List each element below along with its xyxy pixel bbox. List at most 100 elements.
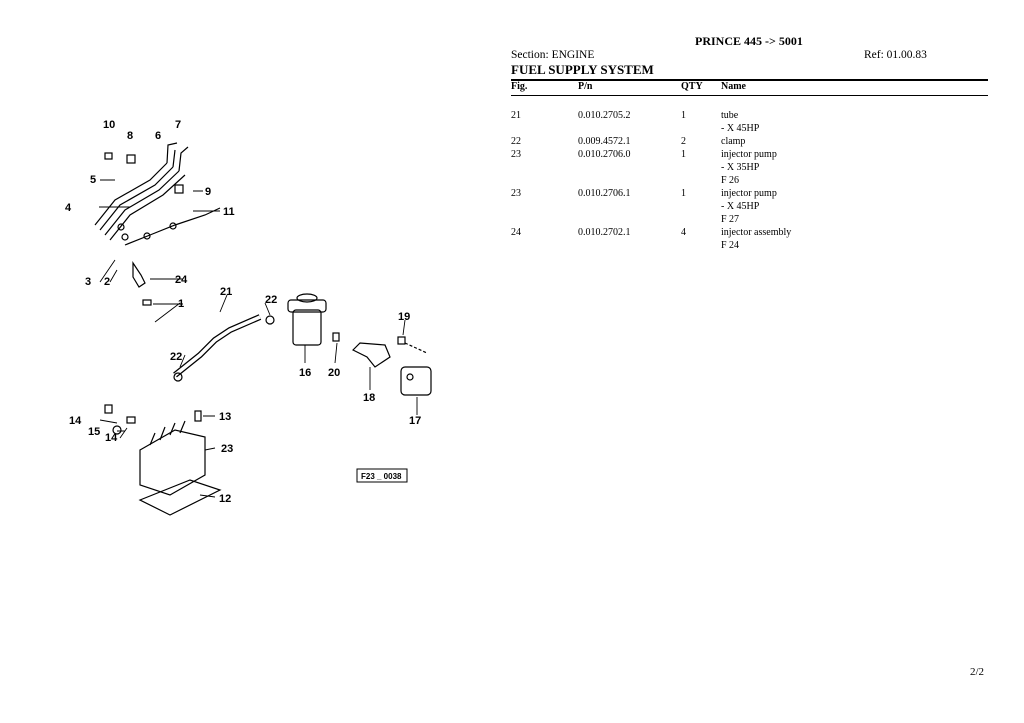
- table-row: 23 0.010.2706.1 1 injector pump: [511, 187, 988, 200]
- gasket: [138, 479, 222, 516]
- callout-12: 12: [219, 493, 231, 505]
- column-header-qty: QTY: [681, 81, 703, 92]
- bolt: [194, 410, 202, 422]
- callout-11: 11: [223, 206, 235, 218]
- callout-17: 17: [409, 415, 421, 427]
- injector-pump-outlets: [149, 420, 186, 446]
- leak-off-line: [124, 207, 221, 246]
- header-rule: [511, 79, 988, 81]
- injector: [132, 261, 146, 288]
- callout-15: 15: [88, 426, 100, 438]
- clamp: [265, 315, 275, 325]
- callout-5: 5: [90, 174, 96, 186]
- callout-leaders: [99, 179, 418, 498]
- callout-10: 10: [103, 119, 115, 131]
- cell-name: clamp: [721, 136, 746, 147]
- cell-name: - X 35HP: [721, 162, 760, 173]
- section-label: Section: ENGINE: [511, 49, 595, 61]
- callout-8: 8: [127, 130, 133, 142]
- cell-name: - X 45HP: [721, 201, 760, 212]
- cell-name: F 26: [721, 175, 740, 186]
- callout-22: 22: [170, 351, 182, 363]
- cell-name: tube: [721, 110, 739, 121]
- callout-20: 20: [328, 367, 340, 379]
- clamp: [173, 372, 183, 382]
- cell-part-number: 0.010.2706.0: [578, 149, 631, 160]
- banjo-fitting: [126, 416, 136, 424]
- bolt: [332, 332, 340, 342]
- injector-pump-body: [139, 429, 206, 496]
- leak-off-fitting: [143, 232, 151, 240]
- cell-part-number: 0.010.2705.2: [578, 110, 631, 121]
- callout-21: 21: [220, 286, 232, 298]
- feed-pump: [400, 366, 432, 396]
- column-header-name: Name: [721, 81, 746, 92]
- callout-16: 16: [299, 367, 311, 379]
- callout-14: 14: [69, 415, 82, 427]
- figure-code-box: F23 _ 0038: [356, 468, 408, 483]
- table-row: - X 35HP: [511, 161, 988, 174]
- fuel-filter-head: [287, 299, 327, 313]
- column-header-fig: Fig.: [511, 81, 528, 92]
- exploded-view-drawing: 10 8 6 7 5 9 4 11 3 2 24 1 21 22 19 22 1…: [65, 119, 432, 516]
- nut: [142, 299, 152, 306]
- clip: [174, 184, 184, 194]
- cell-fig: 21: [511, 110, 521, 121]
- cell-qty: 2: [681, 136, 686, 147]
- callout-4: 4: [65, 202, 72, 214]
- table-row: F 24: [511, 239, 988, 252]
- figure-code: F23 _ 0038: [361, 472, 402, 481]
- figure-code-frame: [356, 468, 408, 483]
- leader-dashed: [404, 342, 428, 354]
- banjo-bolt: [104, 404, 113, 414]
- column-header-pn: P/n: [578, 81, 593, 92]
- callout-9: 9: [205, 186, 211, 198]
- callout-7: 7: [175, 119, 181, 131]
- injector-line: [109, 174, 186, 241]
- cell-qty: 4: [681, 227, 686, 238]
- fuel-filter-bowl: [292, 309, 322, 346]
- washer: [117, 223, 125, 231]
- cell-part-number: 0.010.2706.1: [578, 188, 631, 199]
- callout-24: 24: [175, 274, 188, 286]
- table-row: 22 0.009.4572.1 2 clamp: [511, 135, 988, 148]
- washer: [112, 425, 122, 435]
- fuel-filter-cap: [296, 293, 318, 303]
- bracket: [126, 154, 136, 164]
- cell-name: F 24: [721, 240, 740, 251]
- filter-bracket: [351, 342, 391, 368]
- injector-line: [94, 162, 168, 226]
- callout-23: 23: [221, 443, 233, 455]
- injector-line: [104, 170, 180, 236]
- cell-part-number: 0.009.4572.1: [578, 136, 631, 147]
- leak-off-fitting: [169, 222, 177, 230]
- page-number: 2/2: [970, 666, 985, 678]
- table-row: 24 0.010.2702.1 4 injector assembly: [511, 226, 988, 239]
- injector-line: [99, 166, 174, 231]
- table-row: 21 0.010.2705.2 1 tube: [511, 109, 988, 122]
- callout-18: 18: [363, 392, 375, 404]
- table-row: - X 45HP: [511, 200, 988, 213]
- cell-fig: 23: [511, 149, 521, 160]
- document-title: PRINCE 445 -> 5001: [695, 34, 803, 48]
- cell-name: - X 45HP: [721, 123, 760, 134]
- callout-13: 13: [219, 411, 231, 423]
- callout-6: 6: [155, 130, 161, 142]
- callout-14: 14: [105, 432, 118, 444]
- cell-name: F 27: [721, 214, 740, 225]
- bolt: [397, 336, 406, 345]
- washer: [121, 233, 129, 241]
- table-row: 23 0.010.2706.0 1 injector pump: [511, 148, 988, 161]
- cell-fig: 24: [511, 227, 521, 238]
- table-row: F 27: [511, 213, 988, 226]
- callout-19: 19: [398, 311, 410, 323]
- callout-2: 2: [104, 276, 110, 288]
- cell-qty: 1: [681, 188, 686, 199]
- cell-name: injector pump: [721, 149, 777, 160]
- cell-fig: 23: [511, 188, 521, 199]
- cell-qty: 1: [681, 110, 686, 121]
- cell-part-number: 0.010.2702.1: [578, 227, 631, 238]
- cell-name: injector pump: [721, 188, 777, 199]
- callout-numbers: 10 8 6 7 5 9 4 11 3 2 24 1 21 22 19 22 1…: [65, 119, 421, 505]
- cell-name: injector assembly: [721, 227, 792, 238]
